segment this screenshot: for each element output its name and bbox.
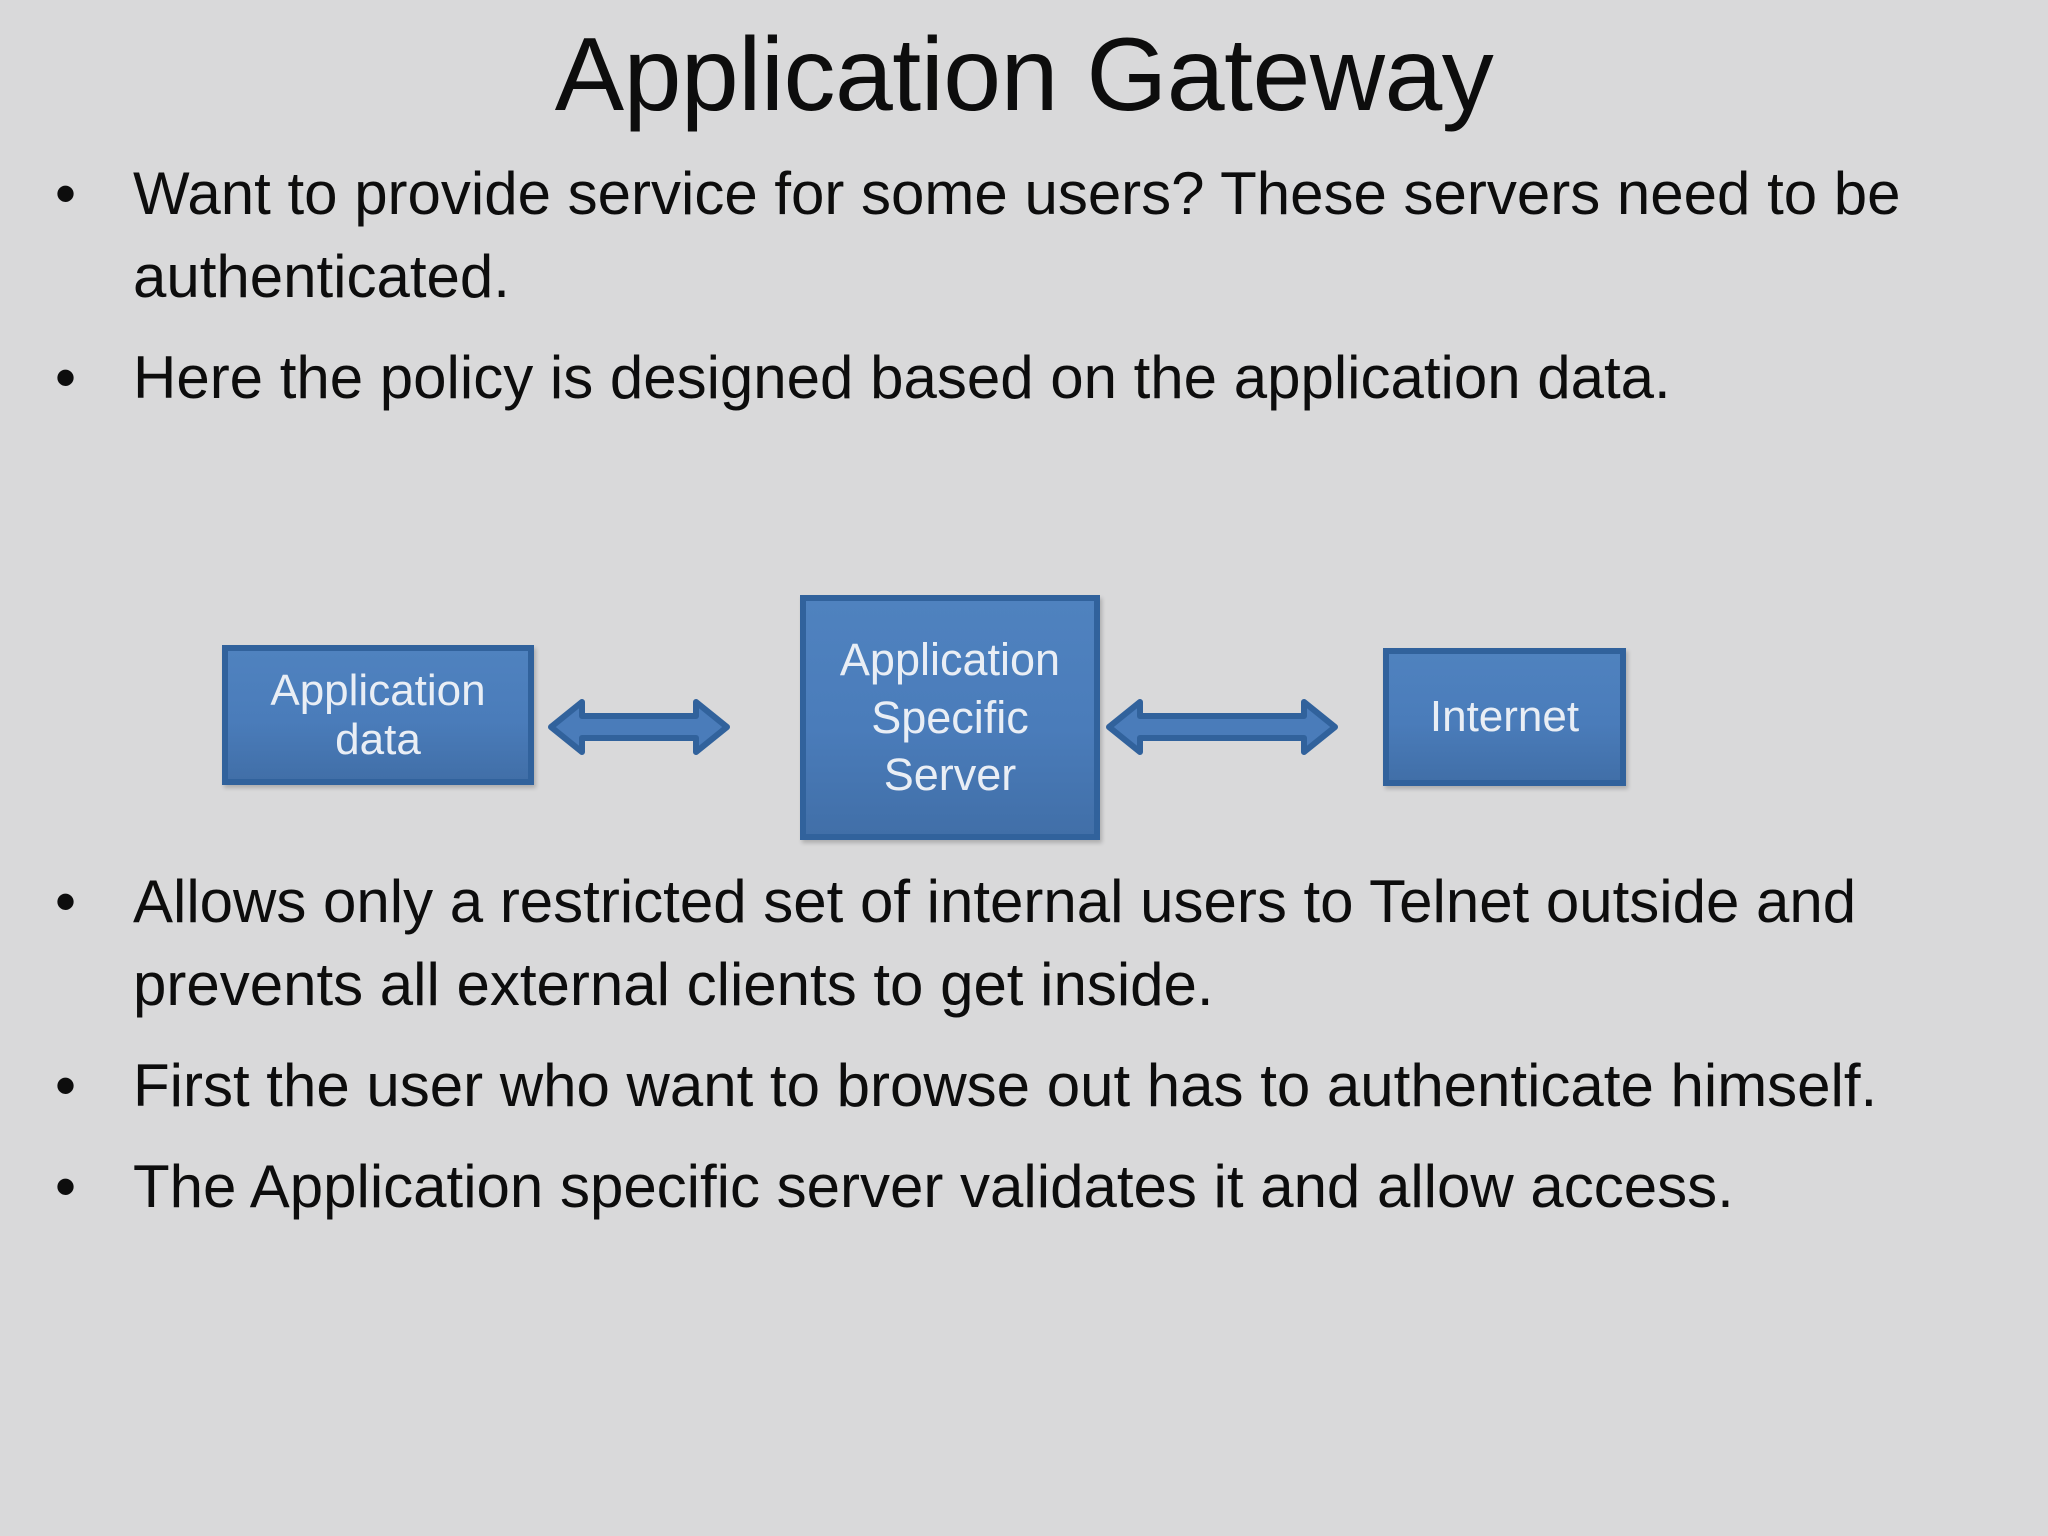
bullet-text-4: First the user who want to browse out ha… — [133, 1052, 1878, 1119]
bullet-item-2: • Here the policy is designed based on t… — [40, 336, 2000, 419]
arrow-app-data-to-server-icon — [548, 699, 730, 755]
bullet-item-5: • The Application specific server valida… — [40, 1145, 2000, 1228]
diagram-node-internet[interactable]: Internet — [1383, 648, 1626, 786]
bullet-marker-icon: • — [55, 868, 77, 935]
bullet-list-bottom: • Allows only a restricted set of intern… — [40, 860, 2000, 1246]
diagram-node-application-data[interactable]: Application data — [222, 645, 534, 785]
bullet-text-5: The Application specific server validate… — [133, 1153, 1734, 1220]
bullet-list-top: • Want to provide service for some users… — [40, 152, 2000, 437]
bullet-marker-icon: • — [55, 160, 77, 227]
page-title: Application Gateway — [554, 17, 1494, 133]
bullet-text-2: Here the policy is designed based on the… — [133, 344, 1671, 411]
bullet-marker-icon: • — [55, 1052, 77, 1119]
bullet-marker-icon: • — [55, 1153, 77, 1220]
bullet-text-1: Want to provide service for some users? … — [133, 160, 1901, 310]
bullet-marker-icon: • — [55, 344, 77, 411]
bullet-item-1: • Want to provide service for some users… — [40, 152, 2000, 318]
diagram-node-application-specific-server[interactable]: Application Specific Server — [800, 595, 1100, 840]
arrow-server-to-internet-icon — [1106, 699, 1338, 755]
bullet-text-3: Allows only a restricted set of internal… — [133, 868, 1857, 1018]
bullet-item-3: • Allows only a restricted set of intern… — [40, 860, 2000, 1026]
bullet-item-4: • First the user who want to browse out … — [40, 1044, 2000, 1127]
